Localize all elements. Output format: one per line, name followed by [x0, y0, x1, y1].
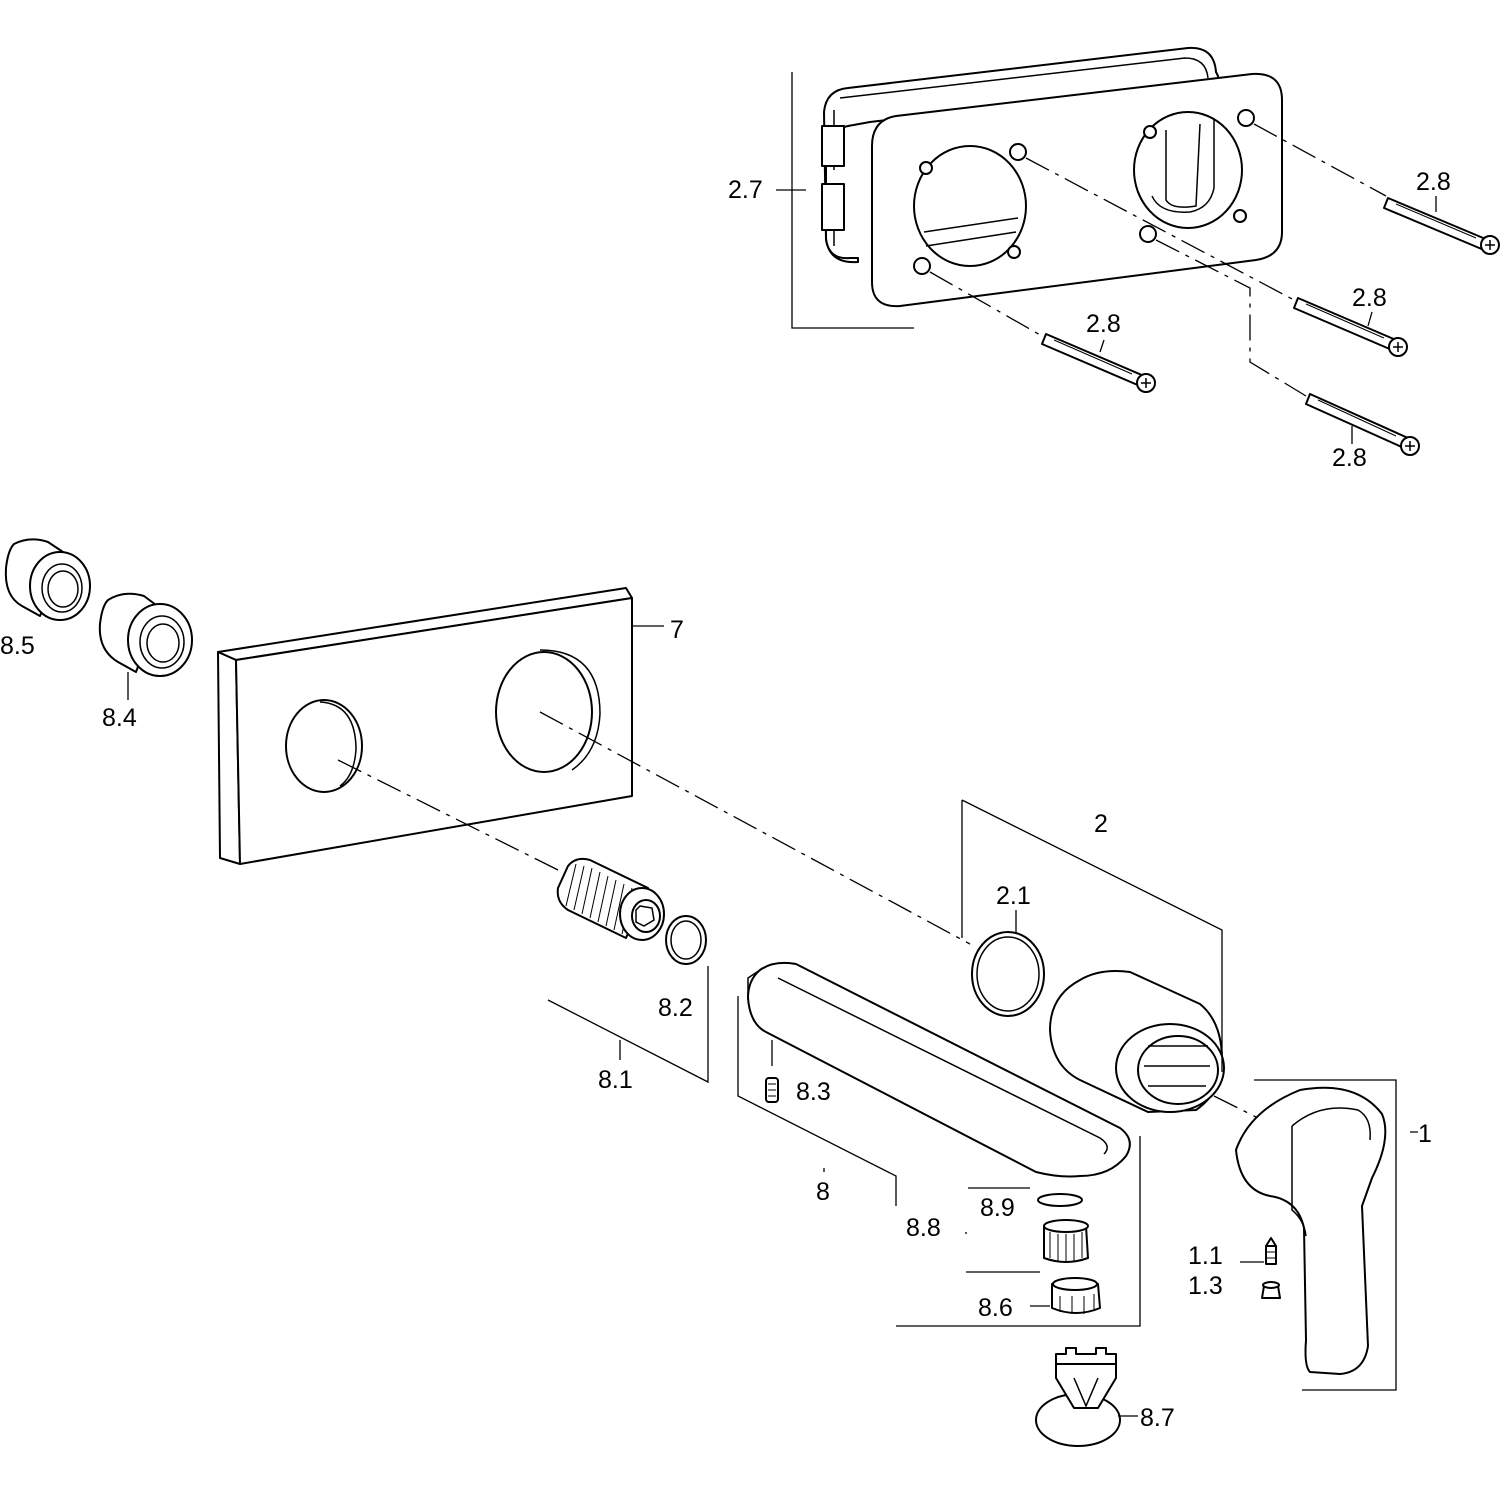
label-8-9: 8.9 [980, 1194, 1015, 1222]
valve-body-2 [1049, 970, 1225, 1113]
label-8-2: 8.2 [658, 994, 693, 1022]
bracket-2-7 [776, 72, 914, 329]
label-2-8-a: 2.8 [1416, 168, 1451, 196]
handle-1 [1235, 1086, 1387, 1375]
label-2-8-b: 2.8 [1352, 284, 1387, 312]
leader-2-8c [1099, 339, 1105, 353]
cartridge-8-1 [556, 857, 665, 941]
seal-8-9 [1037, 1193, 1083, 1207]
label-1-1: 1.1 [1188, 1242, 1223, 1270]
bracket-8-8 [896, 1136, 1141, 1327]
screw-2-8-d [1305, 393, 1420, 456]
leader-2-8b [1367, 311, 1373, 327]
bushing-8-5 [4, 538, 91, 621]
screw-2-8-a [1383, 197, 1500, 255]
label-8-8: 8.8 [906, 1214, 941, 1242]
label-7: 7 [670, 616, 684, 644]
label-2-8-d: 2.8 [1332, 444, 1367, 472]
label-2-7: 2.7 [728, 176, 763, 204]
axis-line [929, 271, 1043, 337]
bracket-1 [1254, 1079, 1418, 1391]
o-ring-8-2 [665, 915, 707, 965]
label-1-3: 1.3 [1188, 1272, 1223, 1300]
cover-plate-7 [217, 587, 633, 865]
spout-8 [747, 961, 1131, 1178]
label-1: 1 [1418, 1120, 1432, 1148]
bracket-2 [961, 799, 1223, 1072]
label-8-1: 8.1 [598, 1066, 633, 1094]
bracket-8-1 [547, 966, 709, 1084]
label-8-5: 8.5 [0, 632, 35, 660]
axis-line [1253, 123, 1387, 197]
label-8-6: 8.6 [978, 1294, 1013, 1322]
mounting-frame-2-7 [821, 46, 1283, 308]
aerator-8-6 [1051, 1277, 1101, 1314]
axis-line [1025, 157, 1295, 301]
bracket-8 [737, 996, 897, 1206]
screw-1-1 [1265, 1237, 1277, 1265]
label-8-7: 8.7 [1140, 1404, 1175, 1432]
label-2: 2 [1094, 810, 1108, 838]
aerator-insert [1043, 1219, 1089, 1263]
label-2-8-c: 2.8 [1086, 310, 1121, 338]
bushing-8-4 [98, 592, 193, 677]
screw-2-8-b [1293, 297, 1408, 357]
cap-1-3 [1261, 1281, 1281, 1299]
label-8: 8 [816, 1178, 830, 1206]
screw-2-8-c [1041, 333, 1156, 393]
grub-screw-8-3 [765, 1077, 779, 1103]
aerator-key-8-7 [1035, 1347, 1121, 1447]
axis-line [539, 711, 971, 945]
label-2-1: 2.1 [996, 882, 1031, 910]
o-ring-2-1 [971, 931, 1045, 1017]
label-8-3: 8.3 [796, 1078, 831, 1106]
axis-line [1155, 239, 1307, 397]
label-8-4: 8.4 [102, 704, 137, 732]
axis-line [1213, 1095, 1259, 1119]
